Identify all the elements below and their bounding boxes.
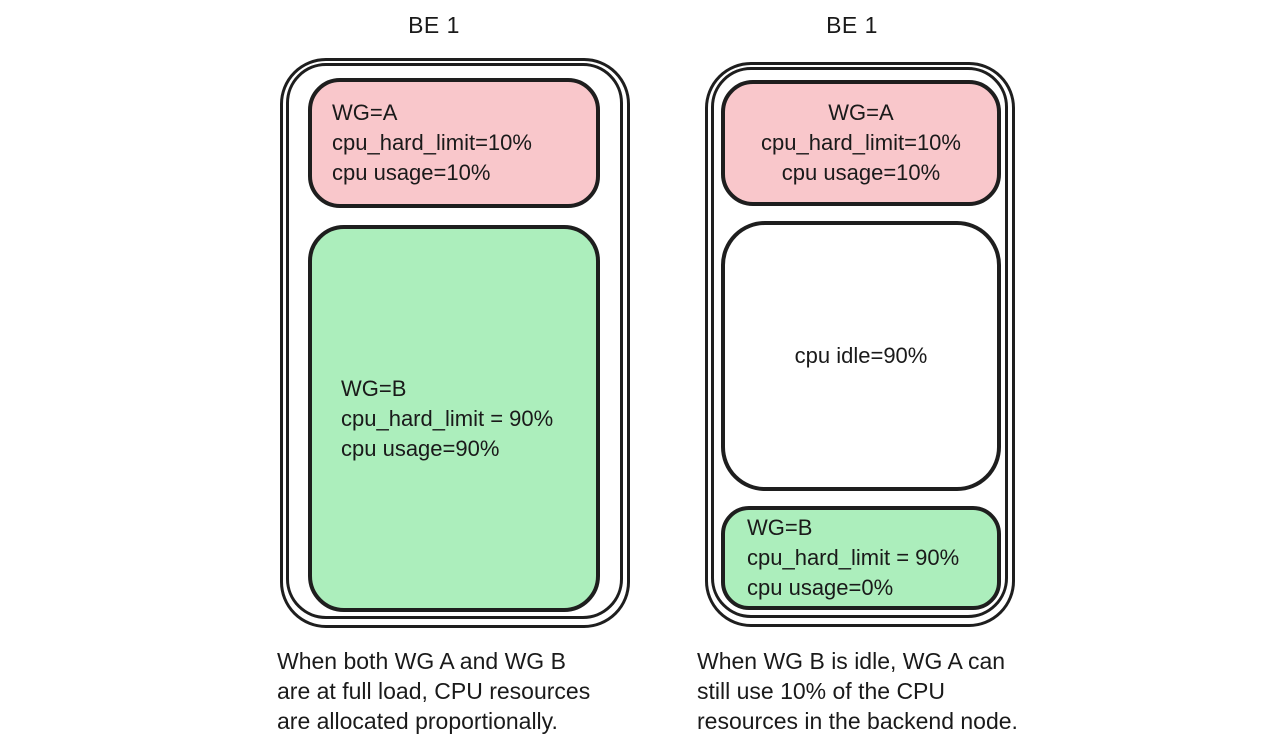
wg-b-name-label: WG=B xyxy=(341,375,407,401)
be-node-title: BE 1 xyxy=(826,12,878,38)
be-node-content: WG=A cpu_hard_limit=10% cpu usage=10% cp… xyxy=(708,65,1012,624)
wg-a-name-label: WG=A xyxy=(828,100,894,125)
wg-b-usage-label: cpu usage=90% xyxy=(341,435,500,461)
be-node-title: BE 1 xyxy=(408,12,460,38)
caption-line: are at full load, CPU resources xyxy=(277,678,591,704)
wg-a-box: WG=A cpu_hard_limit=10% cpu usage=10% xyxy=(721,80,1001,206)
wg-a-hard-limit-label: cpu_hard_limit=10% xyxy=(761,130,961,155)
wg-a-hard-limit-label: cpu_hard_limit=10% xyxy=(332,130,532,155)
wg-b-usage-label: cpu usage=0% xyxy=(747,575,894,600)
scenario-caption: When both WG A and WG B are at full load… xyxy=(277,646,637,736)
caption-line: When WG B is idle, WG A can xyxy=(697,648,1006,674)
scenario-caption: When WG B is idle, WG A can still use 10… xyxy=(697,646,1082,736)
be-node-box: WG=A cpu_hard_limit=10% cpu usage=10% cp… xyxy=(705,62,1015,627)
caption-line: resources in the backend node. xyxy=(697,708,1018,734)
caption-line: When both WG A and WG B xyxy=(277,648,566,674)
wg-a-box: WG=A cpu_hard_limit=10% cpu usage=10% xyxy=(308,78,600,208)
wg-a-usage-label: cpu usage=10% xyxy=(781,160,941,185)
be-node-box: WG=A cpu_hard_limit=10% cpu usage=10% WG… xyxy=(280,58,630,628)
be-node-content: WG=A cpu_hard_limit=10% cpu usage=10% WG… xyxy=(283,61,627,625)
wg-b-hard-limit-label: cpu_hard_limit = 90% xyxy=(747,545,960,570)
wg-a-usage-label: cpu usage=10% xyxy=(332,160,491,185)
wg-b-box: WG=B cpu_hard_limit = 90% cpu usage=90% xyxy=(308,225,600,612)
caption-line: still use 10% of the CPU xyxy=(697,678,946,704)
caption-line: are allocated proportionally. xyxy=(277,708,558,734)
wg-b-name-label: WG=B xyxy=(747,515,813,540)
wg-a-name-label: WG=A xyxy=(332,100,398,125)
cpu-idle-box: cpu idle=90% xyxy=(721,221,1001,491)
cpu-idle-label: cpu idle=90% xyxy=(794,343,928,368)
wg-b-box: WG=B cpu_hard_limit = 90% cpu usage=0% xyxy=(721,506,1001,610)
wg-b-hard-limit-label: cpu_hard_limit = 90% xyxy=(341,405,554,431)
